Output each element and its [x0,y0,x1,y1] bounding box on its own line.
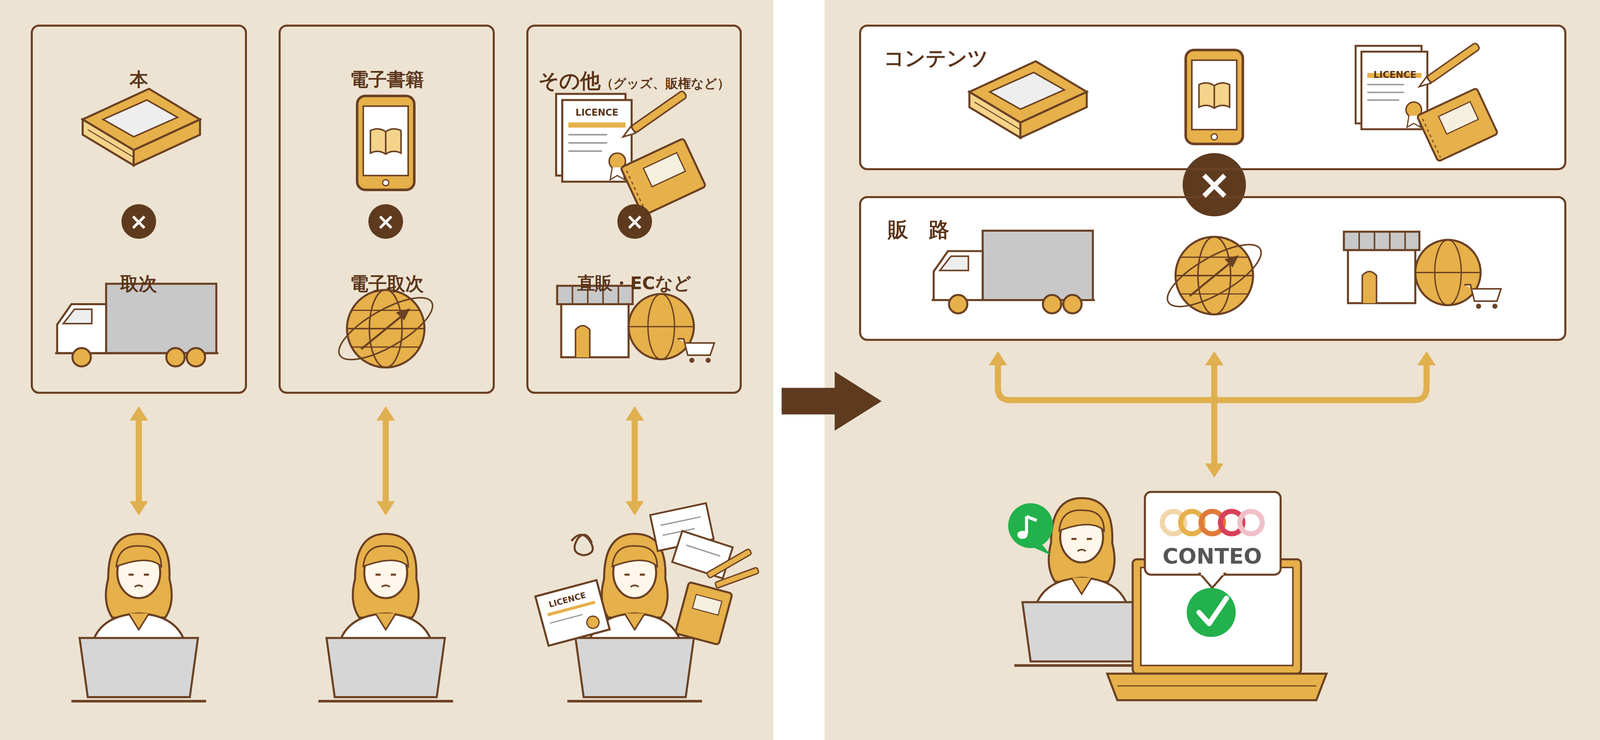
box-label: 電子取次 [280,271,493,297]
box-label: 直販・ECなど [528,271,740,296]
category-box: 電子書籍電子取次 [278,24,495,394]
box-heading: その他 [538,68,601,93]
icon-label: LICENCE [575,107,619,117]
box-heading: 電子書籍 [280,67,493,92]
cross-symbol: × [129,210,149,233]
heading-row: その他（グッズ、販権など） [528,67,740,95]
category-box: コンテンツ [859,24,1567,171]
box-label: （グッズ、販権など） [600,75,730,91]
cross-symbol: × [1197,164,1232,205]
box-heading: コンテンツ [883,44,989,73]
category-box: その他（グッズ、販権など） 直販・ECなど [526,24,742,394]
icon-label: CONTEO [1162,545,1262,567]
box-label: 取次 [32,271,245,297]
category-box: 販 路 [859,196,1567,341]
cross-symbol: × [625,210,645,233]
icon-label: LICENCE [1373,69,1417,79]
cross-symbol: × [376,210,396,233]
box-heading: 本 [32,67,245,92]
box-heading: 販 路 [887,216,950,244]
category-box: 本取次 [30,24,247,394]
